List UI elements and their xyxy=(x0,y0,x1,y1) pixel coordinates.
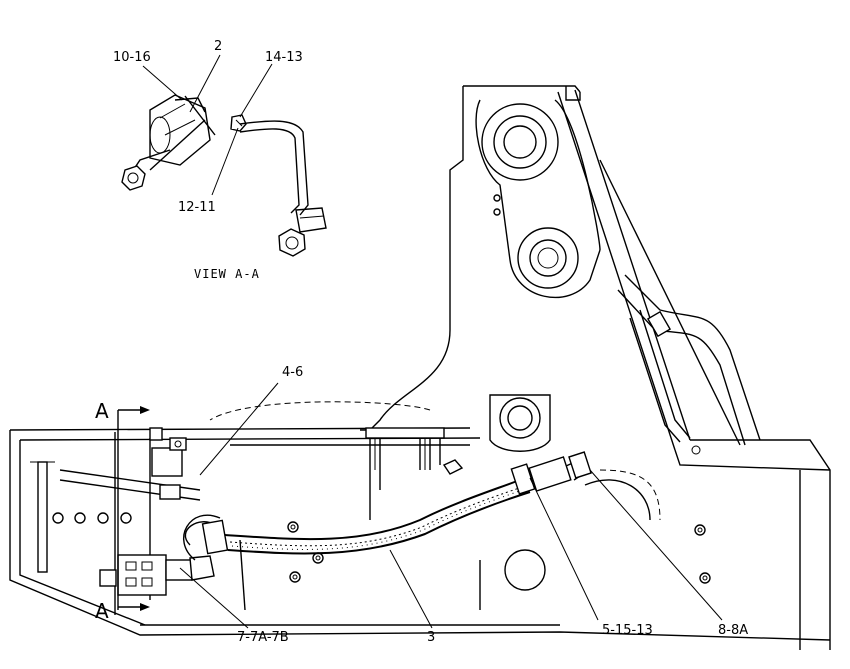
callout-14-13: 14-13 xyxy=(265,50,303,65)
view-label: VIEW A-A xyxy=(194,267,260,281)
callout-12-11: 12-11 xyxy=(178,200,216,215)
callout-2: 2 xyxy=(214,39,222,54)
lower-frame xyxy=(9,427,831,641)
valve-block xyxy=(99,427,221,596)
callout-5-15-13: 5-15-13 xyxy=(602,623,653,638)
main-hose xyxy=(201,451,592,555)
section-markers xyxy=(117,406,150,611)
section-letter-bottom: A xyxy=(95,599,109,623)
leader-lines xyxy=(179,382,723,629)
callout-4-6: 4-6 xyxy=(282,365,303,380)
callout-10-16: 10-16 xyxy=(113,50,151,65)
callout-8-8a: 8-8A xyxy=(718,623,748,638)
section-letter-top: A xyxy=(95,399,109,423)
callout-3: 3 xyxy=(427,630,435,645)
frame-structure xyxy=(209,85,831,650)
detail-view-a-a xyxy=(121,54,327,257)
callout-7-7a-7b: 7-7A-7B xyxy=(237,630,289,645)
